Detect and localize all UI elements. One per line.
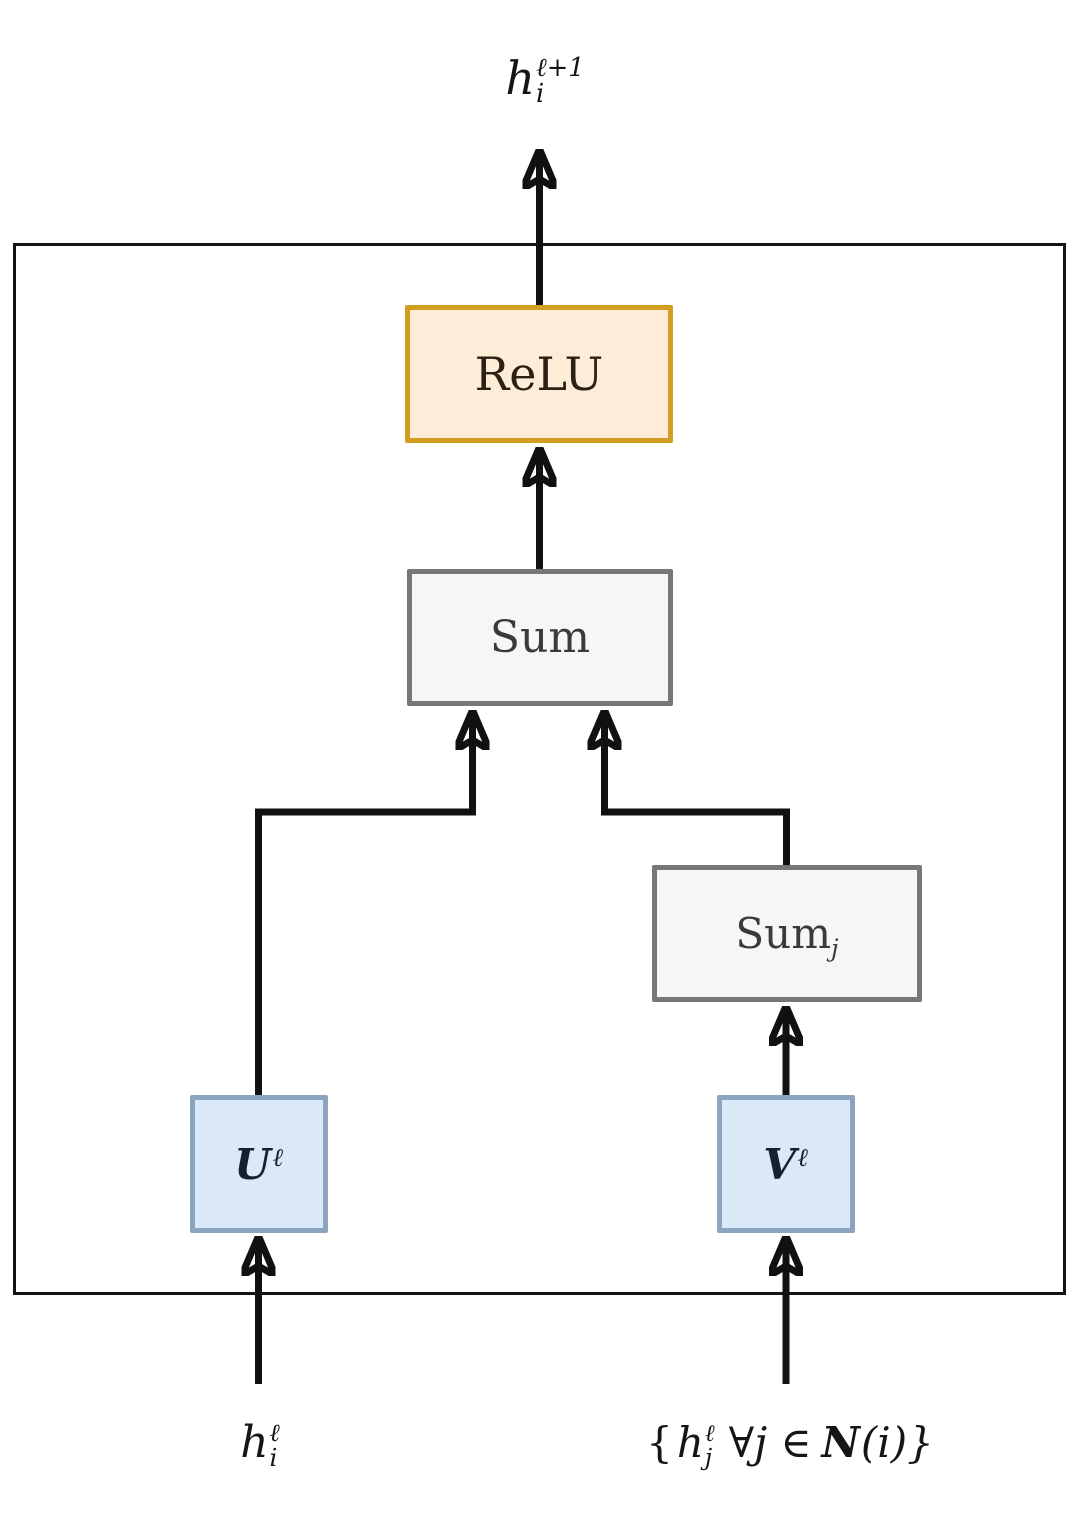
v-text: V [763, 1139, 796, 1189]
input-neighbors-base: h [676, 1417, 704, 1467]
relu-node: ReLU [405, 305, 673, 443]
input-neighbors-subscript: j [704, 1443, 713, 1471]
sum-node: Sum [407, 569, 673, 706]
input-self-superscript: ℓ [269, 1417, 280, 1447]
relu-label: ReLU [474, 347, 604, 401]
sum-j-text: Sum [735, 909, 832, 958]
neighbors-tail: (i)} [860, 1417, 934, 1467]
input-self-scripts: ℓ i [270, 1420, 280, 1470]
sum-j-subscript: j [831, 933, 839, 963]
sum-j-node: Sumj [652, 865, 922, 1002]
neighborhood-set-symbol: N [821, 1417, 860, 1467]
sum-label: Sum [489, 612, 591, 663]
v-label: Vℓ [763, 1140, 808, 1189]
v-weight-node: Vℓ [717, 1095, 855, 1233]
output-subscript: i [535, 79, 545, 109]
output-superscript: ℓ+1 [535, 52, 585, 83]
input-self-math: h ℓ i [240, 1416, 280, 1471]
input-self-label: h ℓ i [160, 1392, 360, 1492]
output-label: h ℓ+1 i [430, 28, 660, 128]
u-weight-node: Uℓ [190, 1095, 328, 1233]
input-neighbors-superscript: ℓ [704, 1419, 715, 1448]
u-text: U [234, 1139, 271, 1189]
open-brace: { [646, 1417, 673, 1467]
sum-j-label: Sumj [735, 909, 838, 960]
input-self-base: h [240, 1416, 269, 1468]
output-scripts: ℓ+1 i [535, 52, 585, 109]
u-label: Uℓ [234, 1140, 283, 1189]
v-superscript: ℓ [797, 1141, 809, 1172]
input-self-subscript: i [269, 1443, 278, 1472]
forall-quantifier: ∀j ∈ [728, 1417, 812, 1467]
input-neighbors-label: { h ℓ j ∀j ∈ N (i)} [575, 1392, 1005, 1492]
input-neighbors-math: h ℓ j [676, 1417, 715, 1469]
u-superscript: ℓ [272, 1141, 284, 1172]
input-neighbors-scripts: ℓ j [705, 1421, 715, 1469]
output-math: h ℓ+1 i [505, 51, 585, 109]
output-base: h [505, 51, 535, 105]
